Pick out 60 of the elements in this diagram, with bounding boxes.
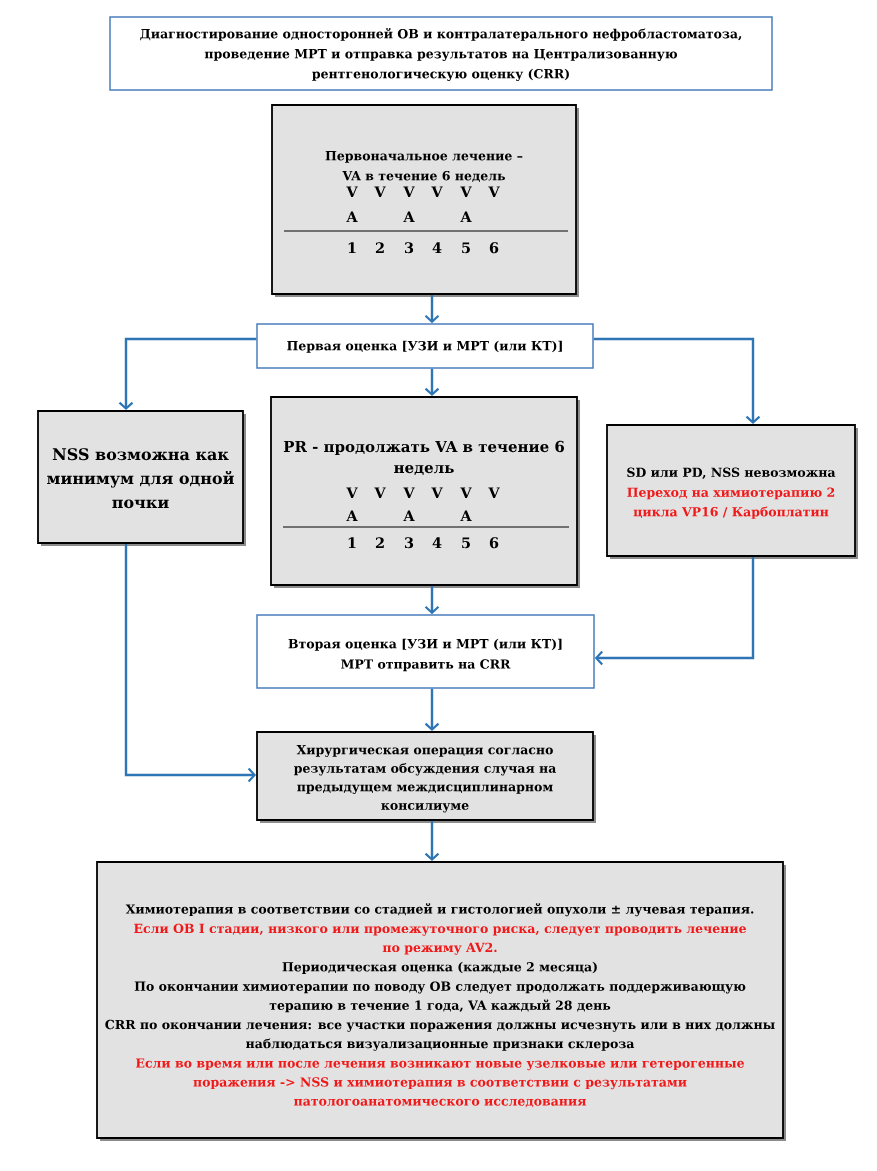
box-text: Периодическая оценка (каждые 2 месяца)	[282, 961, 597, 974]
box-text: Если ОВ I стадии, низкого или промежуточного риска, следует проводить лечение по режиму AV2.	[134, 923, 746, 955]
dose-letter: V	[488, 487, 500, 498]
box-text: Химиотерапия в соответствии со стадией и гистологией опухоли ± лучевая терапия.	[125, 903, 754, 917]
week-number: 3	[404, 242, 414, 254]
week-number: 4	[432, 242, 442, 253]
dose-letter: V	[431, 487, 443, 498]
box-text: МРТ отправить на CRR	[341, 659, 511, 672]
week-number: 2	[375, 242, 384, 253]
process-box: Первая оценка [УЗИ и МРТ (или КТ)]	[256, 323, 594, 369]
dose-letter: A	[346, 510, 358, 521]
dose-letter: V	[403, 186, 415, 197]
arrow	[424, 688, 440, 732]
box-heading: Первоначальное лечение – VA в течение 6 недель	[325, 151, 523, 182]
arrow	[593, 337, 761, 425]
dose-letter: A	[403, 510, 415, 521]
dose-letter: V	[460, 487, 472, 498]
process-box: Хирургическая операция согласно результатам обсуждения случая на предыдущем междисциплинарном консилиуме	[256, 731, 596, 823]
process-box	[256, 614, 595, 689]
week-number: 3	[404, 537, 414, 549]
box-text: Вторая оценка [УЗИ и МРТ (или КТ)]	[288, 638, 562, 651]
week-number: 4	[432, 537, 442, 548]
dose-letter: V	[403, 487, 415, 498]
dose-letter: A	[403, 211, 415, 222]
process-box	[271, 104, 579, 297]
week-number: 5	[462, 242, 470, 254]
arrow	[124, 543, 257, 783]
arrow	[118, 337, 257, 411]
box-text: CRR по окончании лечения: все участки поражения должны исчезнуть или в них должны наблюдаться визуализационные признаки склероза	[105, 1019, 775, 1051]
dose-letter: A	[460, 510, 472, 521]
week-number: 6	[489, 242, 499, 254]
dose-letter: V	[346, 487, 358, 498]
week-number: 2	[375, 537, 384, 548]
dose-letter: V	[346, 186, 358, 197]
process-box	[96, 861, 786, 1141]
arrow	[594, 556, 755, 666]
dose-letter: V	[374, 186, 386, 197]
arrow	[424, 820, 440, 862]
process-box: Диагностирование односторонней ОВ и контралатерального нефробластоматоза, проведение МРТ и отправка результатов на Централизованную рентгенологическую оценку (CRR)	[109, 16, 773, 91]
dose-letter: A	[346, 211, 358, 222]
dose-letter: V	[374, 487, 386, 498]
process-box	[270, 396, 580, 588]
arrow	[424, 368, 440, 397]
box-text: Если во время или после лечения возникают новые узелковые или гетерогенные поражения -> NSS и химиотерапия в соответствии с результатами патологоанатомического исследования	[136, 1058, 744, 1108]
arrow	[424, 294, 440, 324]
box-heading: PR - продолжать VA в течение 6 недель	[283, 440, 565, 475]
process-box	[606, 424, 858, 559]
arrow	[424, 585, 440, 615]
week-number: 1	[348, 537, 356, 548]
week-number: 6	[489, 537, 499, 549]
box-text: По окончании химиотерапии по поводу ОВ следует продолжать поддерживающую терапию в течение 1 года, VA каждый 28 день	[134, 981, 746, 1013]
dose-letter: V	[460, 186, 472, 197]
dose-letter: A	[460, 211, 472, 222]
week-number: 1	[348, 242, 356, 253]
dose-letter: V	[488, 186, 500, 197]
box-text: Переход на химиотерапию 2 цикла VP16 / Карбоплатин	[627, 487, 835, 519]
dose-letter: V	[431, 186, 443, 197]
week-number: 5	[462, 537, 470, 549]
process-box: NSS возможна как минимум для одной почки	[37, 410, 246, 546]
box-text: SD или PD, NSS невозможна	[627, 467, 836, 479]
